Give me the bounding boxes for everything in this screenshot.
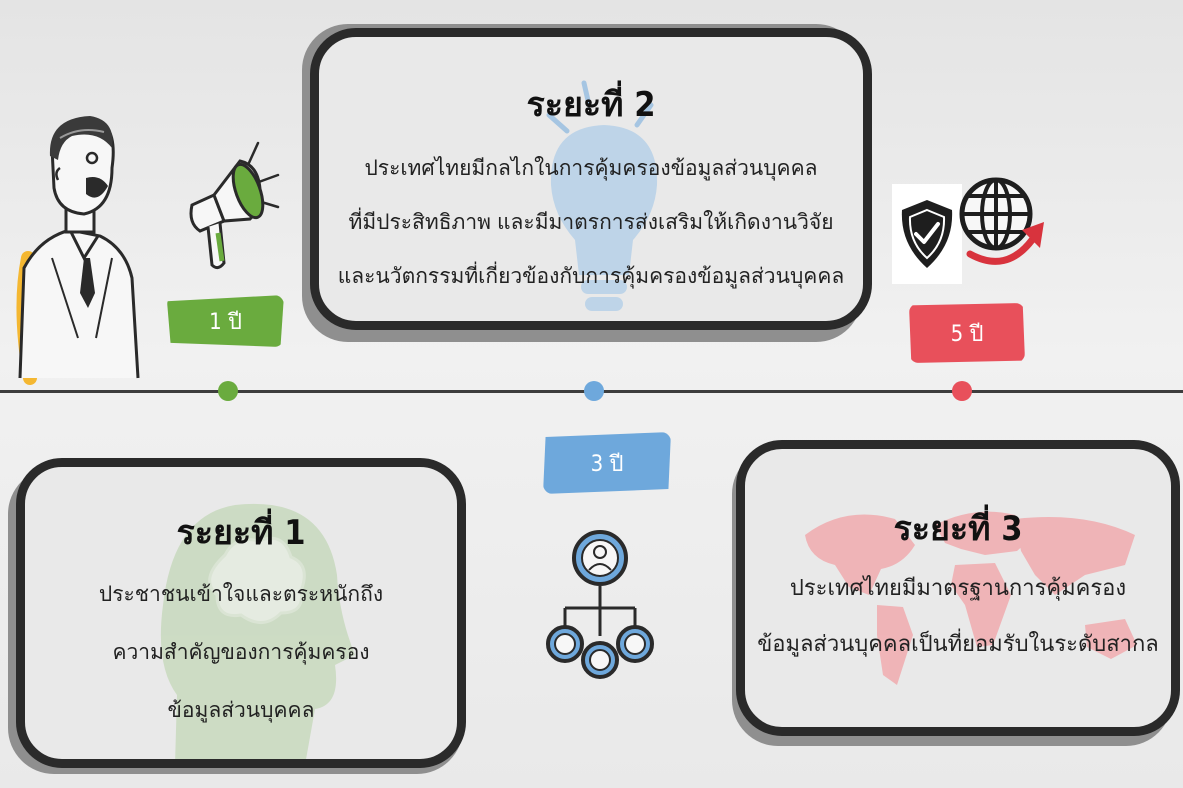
phase-1-line-3: ข้อมูลส่วนบุคคล xyxy=(167,698,315,722)
head-brain-icon xyxy=(155,495,355,759)
phase-1-title: ระยะที่ 1 xyxy=(176,513,306,553)
phase-3-line-1: ประเทศไทยมีมาตรฐานการคุ้มครอง xyxy=(789,576,1127,601)
shield-check-icon xyxy=(892,184,962,284)
phase-3-title: ระยะที่ 3 xyxy=(893,509,1023,549)
phase-1-line-2: ความสำคัญของการคุ้มครอง xyxy=(112,640,370,664)
milestone-dot-5-year xyxy=(952,381,972,401)
phase-2-line-3: และนวัตกรรมที่เกี่ยวข้องกับการคุ้มครองข้… xyxy=(337,264,845,288)
world-map-icon xyxy=(785,495,1155,705)
milestone-badge-5-year: 5 ปี xyxy=(909,303,1025,363)
megaphone-icon xyxy=(178,135,288,275)
phase-2-card: ระยะที่ 2 ประเทศไทยมีกลไกในการคุ้มครองข้… xyxy=(310,28,872,330)
phase-2-line-1: ประเทศไทยมีกลไกในการคุ้มครองข้อมูลส่วนบุ… xyxy=(364,156,818,180)
phase-3-line-2: ข้อมูลส่วนบุคคลเป็นที่ยอมรับในระดับสากล xyxy=(757,632,1159,657)
people-network-icon xyxy=(545,528,655,688)
milestone-badge-1-year: 1 ปี xyxy=(167,295,284,347)
milestone-badge-3-year: 3 ปี xyxy=(543,432,671,494)
phase-2-title: ระยะที่ 2 xyxy=(526,85,656,125)
phase-3-card: ระยะที่ 3 ประเทศไทยมีมาตรฐานการคุ้มครอง … xyxy=(736,440,1180,736)
phase-2-line-2: ที่มีประสิทธิภาพ และมีมาตรการส่งเสริมให้… xyxy=(348,210,834,234)
person-speaking-icon xyxy=(0,108,150,388)
milestone-dot-3-year xyxy=(584,381,604,401)
milestone-dot-1-year xyxy=(218,381,238,401)
phase-1-line-1: ประชาชนเข้าใจและตระหนักถึง xyxy=(98,582,384,606)
phase-1-card: ระยะที่ 1 ประชาชนเข้าใจและตระหนักถึง ควา… xyxy=(16,458,466,768)
lightbulb-icon xyxy=(529,75,679,321)
globe-arrow-icon xyxy=(956,168,1048,276)
